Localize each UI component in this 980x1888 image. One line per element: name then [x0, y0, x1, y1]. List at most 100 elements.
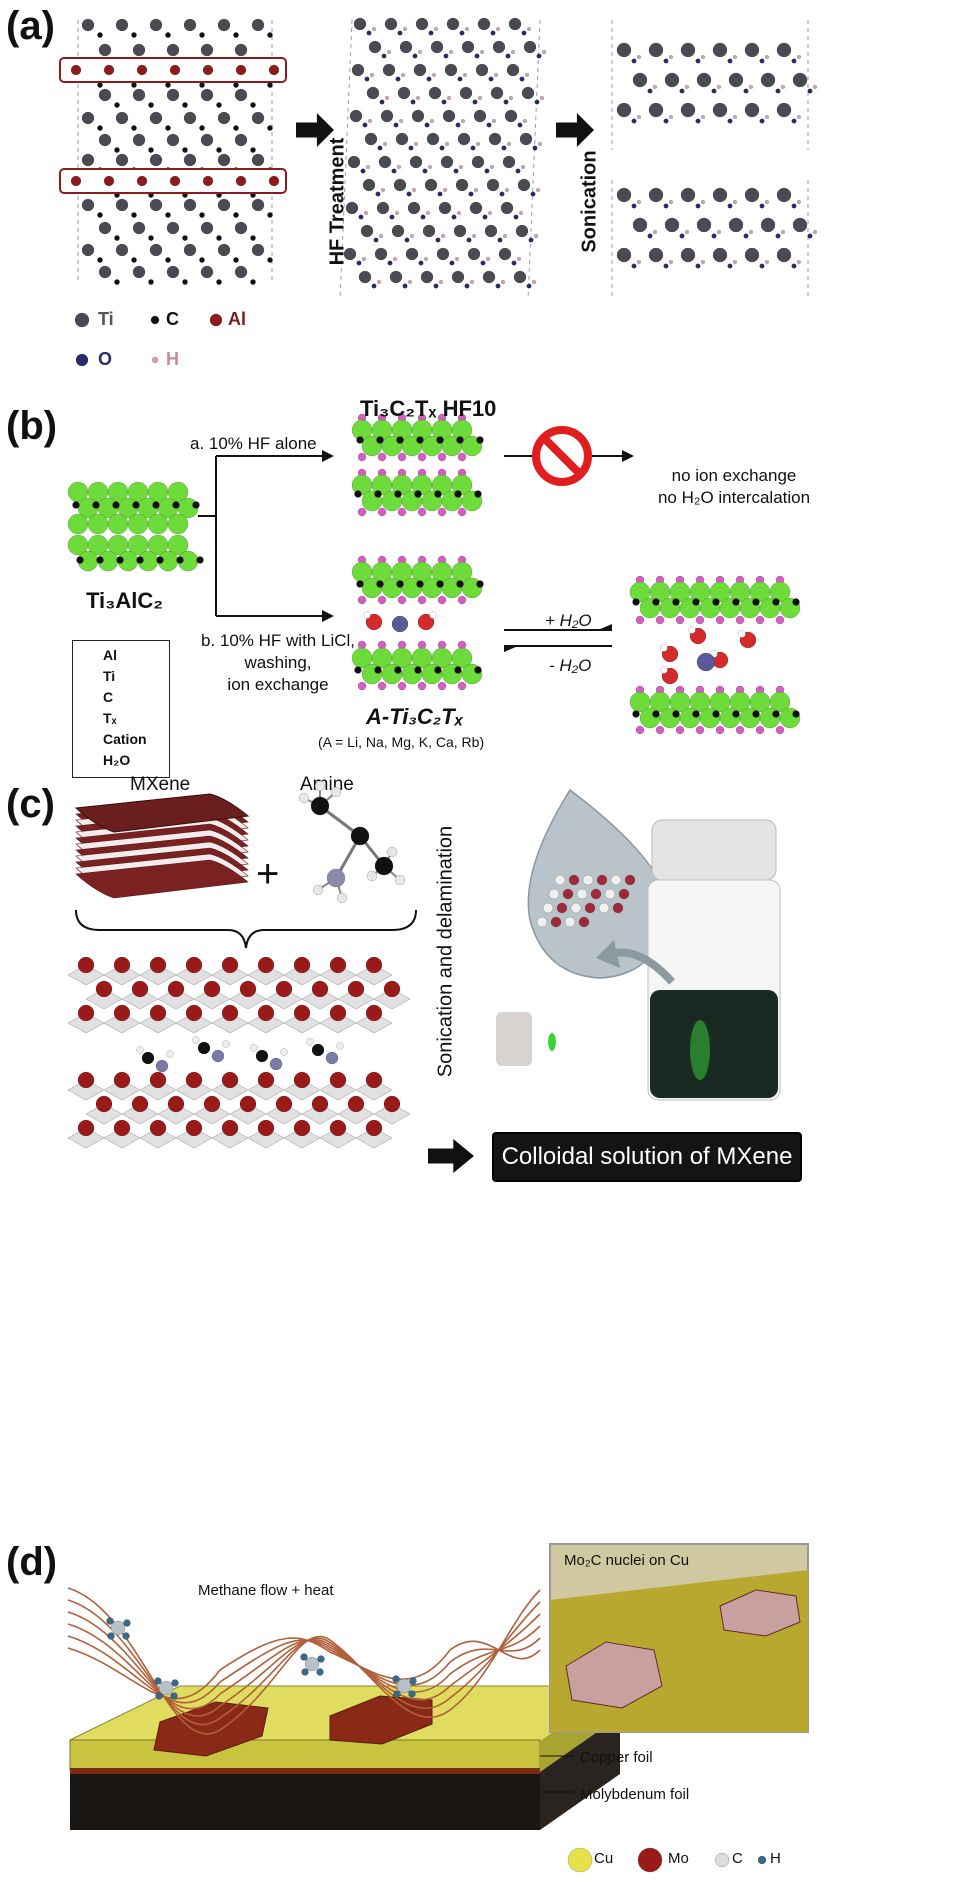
h-atom	[478, 95, 483, 100]
o-atom	[418, 260, 424, 266]
h-atom	[765, 260, 770, 265]
o-atom	[113, 1004, 131, 1022]
mo2c-flake	[329, 1695, 433, 1745]
o-atom	[663, 263, 669, 269]
vial-liquid	[650, 990, 778, 1098]
ti-atom	[680, 102, 696, 118]
ti-atom	[477, 17, 491, 31]
c-atom	[394, 490, 402, 498]
o-atom	[95, 1095, 113, 1113]
o-atom	[775, 88, 781, 94]
octahedron	[247, 964, 285, 986]
ti-atom	[482, 270, 496, 284]
o-atom	[433, 283, 439, 289]
o-atom	[257, 1071, 275, 1089]
c-atom	[416, 580, 424, 588]
dash-line	[527, 19, 541, 301]
octahedron	[247, 1079, 285, 1101]
amine-c-atom	[197, 1041, 211, 1055]
inset-nucleus	[719, 1589, 801, 1637]
o-atom	[203, 980, 221, 998]
h-atom	[459, 164, 464, 169]
o-atom	[185, 1071, 203, 1089]
o-atom	[468, 191, 474, 197]
legend-a-o: O	[98, 349, 113, 369]
h2o-atom	[417, 613, 435, 631]
ti-atom	[523, 40, 537, 54]
parent-phase-label: Ti₃AlC₂	[86, 588, 163, 613]
o-atom	[257, 1119, 275, 1137]
ti-atom	[680, 42, 696, 58]
c-atom	[454, 490, 462, 498]
o-atom	[695, 203, 701, 209]
legend-b-h2o: H₂O	[103, 752, 131, 768]
ti-atom	[409, 155, 423, 169]
o-atom	[113, 1119, 131, 1137]
legend-a-h-symbol	[151, 356, 159, 364]
c-atom	[474, 666, 482, 674]
ti-atom	[149, 153, 163, 167]
c-atom	[97, 212, 103, 218]
o-atom	[221, 1071, 239, 1089]
octahedron	[247, 1012, 285, 1034]
ti-atom	[166, 221, 180, 235]
ti-atom	[200, 43, 214, 57]
ti-atom	[712, 247, 728, 263]
ti-atom	[760, 217, 776, 233]
h-atom	[540, 95, 545, 100]
h-atom	[653, 229, 658, 234]
ti-atom	[405, 247, 419, 261]
amine-h-atom	[314, 780, 326, 792]
tx-atom	[437, 452, 447, 462]
tx-atom	[357, 681, 367, 691]
o-atom	[791, 118, 797, 124]
c-atom	[176, 556, 184, 564]
octahedron	[103, 1079, 141, 1101]
c-atom	[267, 125, 273, 131]
h-atom	[637, 199, 642, 204]
tx-atom	[715, 725, 725, 735]
ch4-hydrogen	[300, 1653, 308, 1661]
o-atom	[149, 1071, 167, 1089]
c-atom	[182, 102, 188, 108]
o-atom	[131, 1095, 149, 1113]
o-atom	[631, 263, 637, 269]
octahedron	[85, 988, 123, 1010]
al-atom	[202, 64, 214, 76]
o-atom	[759, 58, 765, 64]
h-atom	[503, 233, 508, 238]
o-atom	[77, 1071, 95, 1089]
tx-atom	[377, 595, 387, 605]
ti-atom	[149, 198, 163, 212]
ti-atom	[149, 18, 163, 32]
octahedron	[283, 1127, 321, 1149]
h-atom	[781, 229, 786, 234]
octahedron	[103, 1012, 141, 1034]
ti-atom	[680, 247, 696, 263]
ti-atom	[81, 18, 95, 32]
o-atom	[95, 980, 113, 998]
ti-atom	[498, 247, 512, 261]
h-atom	[383, 141, 388, 146]
ti-atom	[440, 155, 454, 169]
ch4-hydrogen	[316, 1668, 324, 1676]
amine-heavy-atom	[374, 856, 394, 876]
c-atom	[148, 147, 154, 153]
c-atom	[114, 102, 120, 108]
h-atom	[412, 187, 417, 192]
o-atom	[791, 58, 797, 64]
o-atom	[149, 956, 167, 974]
tx-atom	[437, 681, 447, 691]
ti-atom	[616, 247, 632, 263]
c-atom	[414, 490, 422, 498]
flake-atom	[612, 902, 624, 914]
h-atom	[393, 257, 398, 262]
o-atom	[329, 956, 347, 974]
c-atom	[732, 598, 740, 606]
o-atom	[679, 233, 685, 239]
o-atom	[420, 214, 426, 220]
o-atom	[517, 122, 523, 128]
ti-atom	[167, 534, 189, 556]
amine-c-atom	[311, 1043, 325, 1057]
flake-atom	[618, 888, 630, 900]
